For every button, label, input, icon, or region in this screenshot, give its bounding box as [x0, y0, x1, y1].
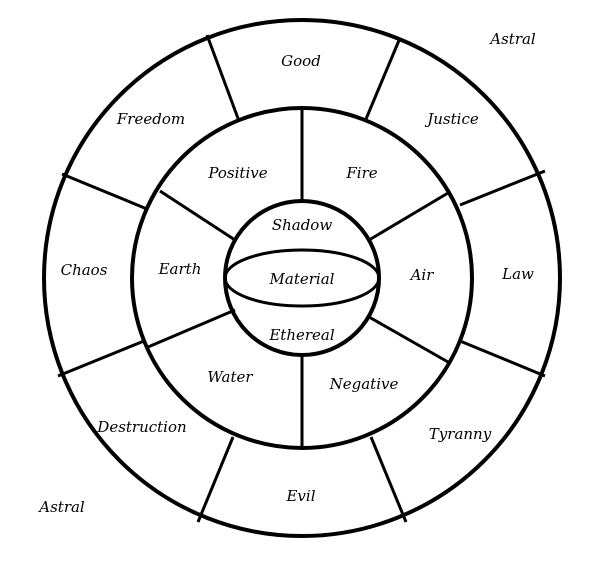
label-freedom: Freedom — [116, 110, 185, 128]
label-astral-top-right: Astral — [488, 30, 536, 48]
label-air: Air — [409, 266, 435, 284]
label-law: Law — [501, 265, 534, 283]
label-ethereal: Ethereal — [268, 326, 335, 344]
outer-divider-tyranny-evil — [369, 436, 408, 523]
inner-divider-fire-air — [368, 191, 449, 242]
inner-divider-water-earth — [147, 308, 236, 349]
center-ellipse — [223, 248, 381, 308]
inner-divider-air-negative — [368, 315, 449, 364]
label-fire: Fire — [345, 164, 377, 182]
label-chaos: Chaos — [61, 261, 108, 279]
label-tyranny: Tyranny — [429, 425, 492, 443]
label-water: Water — [207, 368, 253, 386]
outer-ring-outer-circle — [42, 18, 562, 538]
inner-divider-earth-positive — [159, 189, 236, 242]
outer-divider-good-justice — [364, 37, 402, 120]
outer-divider-chaos-freedom — [61, 172, 148, 211]
label-astral-bottom-left: Astral — [37, 498, 85, 516]
outer-divider-evil-destruction — [196, 436, 235, 523]
outer-divider-destruction-chaos — [57, 339, 145, 378]
label-positive: Positive — [207, 164, 267, 182]
label-negative: Negative — [329, 375, 399, 393]
label-evil: Evil — [285, 487, 315, 505]
label-earth: Earth — [158, 260, 202, 278]
label-material: Material — [269, 270, 335, 288]
label-shadow: Shadow — [272, 216, 333, 234]
label-justice: Justice — [424, 110, 479, 128]
outer-divider-freedom-good — [205, 34, 241, 122]
label-good: Good — [281, 52, 321, 70]
outer-divider-law-tyranny — [459, 339, 546, 378]
label-destruction: Destruction — [96, 418, 186, 436]
outer-divider-justice-law — [459, 169, 546, 207]
